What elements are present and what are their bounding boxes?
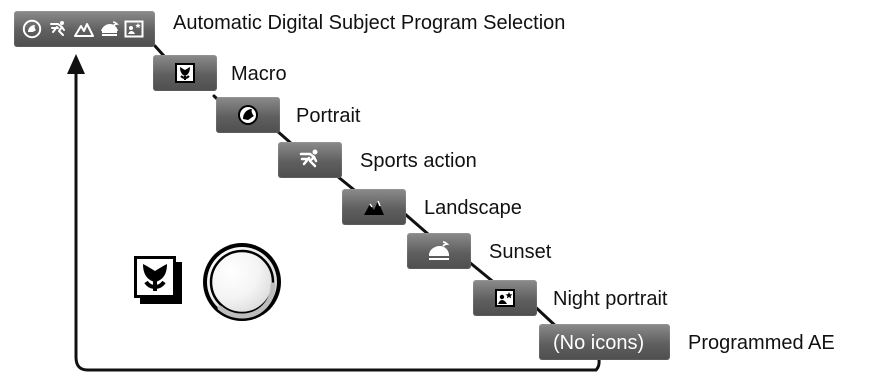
sports-action-label: Sports action [360, 150, 477, 172]
sports-action-icon [50, 21, 65, 36]
portrait-icon [22, 19, 42, 39]
sunset-icon [429, 241, 450, 260]
night-portrait-badge [473, 280, 537, 316]
night-portrait-icon [124, 20, 144, 38]
macro-icon [175, 63, 195, 83]
auto-subject-badge [14, 11, 155, 47]
sunset-icon [101, 21, 119, 36]
sunset-badge [407, 233, 471, 269]
macro-label: Macro [231, 63, 287, 85]
sports-action-badge [278, 142, 342, 178]
sunset-label: Sunset [489, 241, 552, 263]
night-portrait-label: Night portrait [553, 288, 668, 310]
macro-subject-icon [134, 256, 182, 304]
programmed-ae-label: Programmed AE [688, 332, 835, 354]
landscape-label: Landscape [424, 197, 522, 219]
no-icons-text: (No icons) [553, 332, 645, 354]
sports-action-icon [299, 149, 318, 168]
landscape-badge [342, 189, 406, 225]
portrait-label: Portrait [296, 105, 361, 127]
no-icons-badge: (No icons) [539, 324, 670, 360]
portrait-icon [238, 105, 258, 125]
macro-badge [153, 55, 217, 91]
portrait-badge [216, 97, 280, 133]
round-button-icon [203, 243, 281, 321]
auto-subject-label: Automatic Digital Subject Program Select… [173, 12, 566, 34]
landscape-icon [74, 23, 94, 37]
landscape-icon [364, 200, 384, 215]
night-portrait-icon [495, 289, 515, 307]
